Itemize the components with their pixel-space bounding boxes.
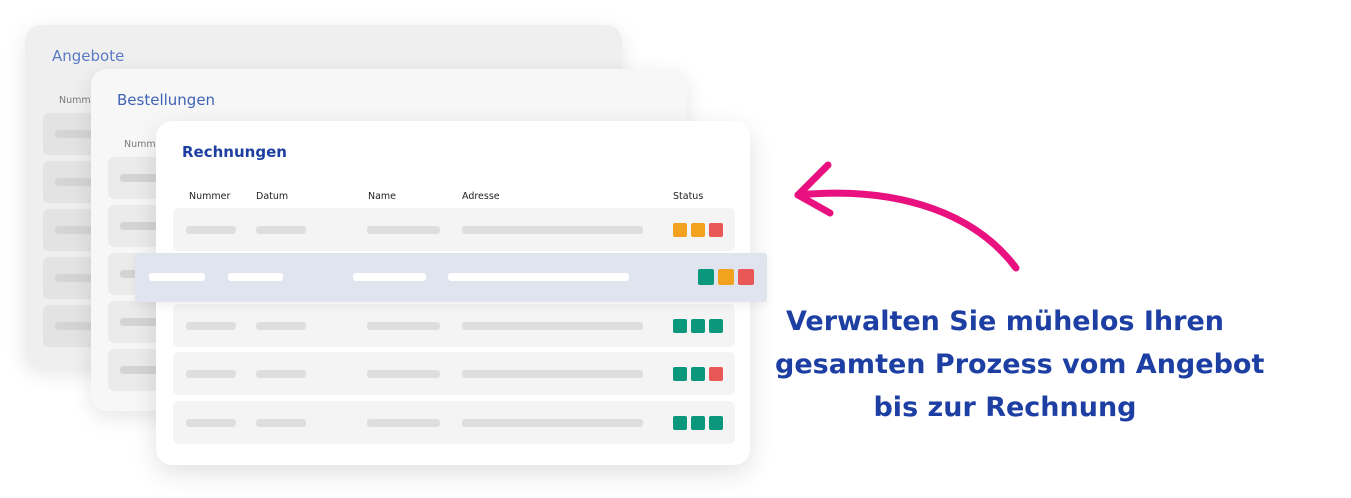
status-indicator	[691, 367, 705, 381]
status-indicator	[738, 269, 754, 285]
table-row[interactable]	[173, 352, 735, 395]
tagline-line-3: bis zur Rechnung	[873, 392, 1137, 423]
bestellungen-col-nummer: Nummer	[124, 139, 166, 150]
status-indicator	[673, 223, 687, 237]
bestellungen-title: Bestellungen	[117, 91, 216, 109]
col-header-datum: Datum	[256, 191, 289, 202]
curved-arrow-left-icon	[794, 161, 1020, 272]
col-header-name: Name	[368, 191, 397, 202]
status-indicator	[673, 367, 687, 381]
status-indicator	[673, 319, 687, 333]
status-indicator	[718, 269, 734, 285]
status-indicator	[709, 319, 723, 333]
status-indicator	[673, 416, 687, 430]
table-row[interactable]	[173, 208, 735, 251]
tagline-line-1: Verwalten Sie mühelos Ihren	[786, 306, 1224, 337]
col-header-nummer: Nummer	[189, 191, 231, 202]
status-indicator	[709, 416, 723, 430]
status-indicator	[709, 223, 723, 237]
col-header-adresse: Adresse	[462, 191, 500, 202]
col-header-status: Status	[673, 191, 704, 202]
angebote-title: Angebote	[52, 47, 125, 65]
status-indicator	[709, 367, 723, 381]
angebote-col-nummer: Nummer	[59, 95, 101, 106]
tagline: Verwalten Sie mühelos Ihren gesamten Pro…	[775, 300, 1265, 429]
tagline-line-2: gesamten Prozess vom Angebot	[775, 349, 1265, 380]
table-row[interactable]	[173, 304, 735, 347]
status-indicator	[691, 416, 705, 430]
status-indicator	[691, 223, 705, 237]
status-indicator	[698, 269, 714, 285]
table-row-highlighted[interactable]	[135, 253, 767, 302]
table-row[interactable]	[173, 401, 735, 444]
status-indicator	[691, 319, 705, 333]
rechnungen-title: Rechnungen	[182, 143, 287, 161]
